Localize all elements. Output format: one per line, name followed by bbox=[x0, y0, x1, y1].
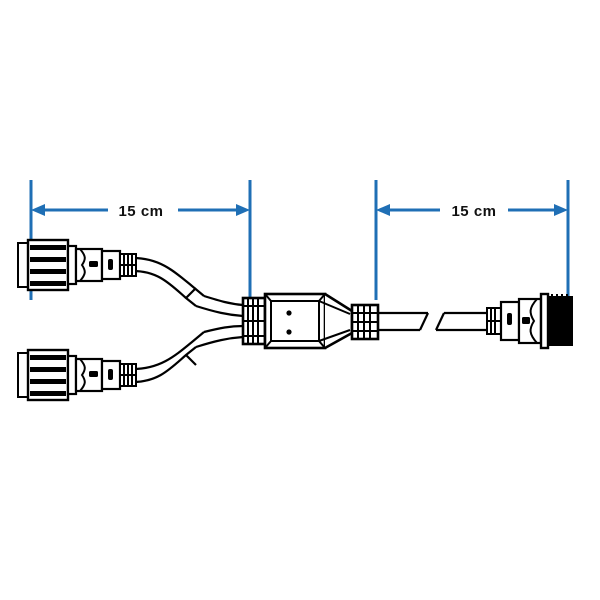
cable-upper-break bbox=[185, 287, 197, 299]
arrowhead-right-start bbox=[376, 204, 390, 216]
cable-upper-edge-bottom bbox=[132, 269, 197, 307]
junction-taper-inner-top bbox=[318, 300, 351, 315]
junction-chamfer-br bbox=[318, 340, 326, 349]
connector-upper-shoulder bbox=[66, 244, 78, 286]
junction-screw-upper bbox=[286, 310, 292, 316]
junction-taper-inner-bottom bbox=[318, 329, 351, 342]
connector-upper-rib-3 bbox=[30, 269, 66, 274]
trunk-cable bbox=[378, 311, 487, 332]
right-connector-latch-curve bbox=[529, 298, 538, 344]
junction-screw-lower bbox=[286, 329, 292, 335]
female-connector-lower[interactable] bbox=[17, 348, 137, 402]
arrowhead-left-end bbox=[236, 204, 250, 216]
cable-lower-edge-top-2 bbox=[195, 335, 244, 349]
cable-lower-edge-bottom bbox=[132, 331, 205, 371]
cable-upper-edge-bottom-2 bbox=[195, 304, 244, 318]
junction-chamfer-tr bbox=[318, 293, 326, 302]
connector-lower-marker bbox=[108, 369, 113, 380]
connector-lower-rib-4 bbox=[30, 391, 66, 396]
y-splitter-junction[interactable] bbox=[241, 292, 380, 350]
cable-upper-edge-top bbox=[132, 256, 205, 297]
junction-chamfer-tl bbox=[264, 293, 272, 302]
right-connector-marker bbox=[507, 313, 512, 325]
connector-lower-rib-2 bbox=[30, 367, 66, 372]
right-connector-flange bbox=[539, 292, 550, 350]
female-connector-upper[interactable] bbox=[17, 238, 137, 292]
connector-lower-endcap bbox=[17, 352, 29, 398]
branch-cable-upper bbox=[132, 256, 244, 318]
right-connector-keyway bbox=[522, 317, 530, 324]
cable-lower-break bbox=[185, 354, 197, 366]
connector-lower-shoulder bbox=[66, 354, 78, 396]
dimension-right: 15 cm bbox=[374, 180, 570, 300]
cable-lower-edge-bottom-2 bbox=[203, 324, 244, 334]
arrowhead-right-end bbox=[554, 204, 568, 216]
cable-upper-edge-top-2 bbox=[203, 294, 244, 307]
connector-upper-rib-1 bbox=[30, 245, 66, 250]
connector-upper-rib-2 bbox=[30, 257, 66, 262]
connector-upper-keyway bbox=[89, 261, 98, 267]
trunk-cable-break-left bbox=[419, 312, 429, 331]
connector-upper-endcap bbox=[17, 242, 29, 288]
junction-chamfer-bl bbox=[264, 340, 272, 349]
branch-cable-lower bbox=[132, 324, 244, 384]
connector-lower-rib-3 bbox=[30, 379, 66, 384]
connector-upper-marker bbox=[108, 259, 113, 270]
cable-lower-edge-top bbox=[132, 346, 197, 384]
dimension-label-right: 15 cm bbox=[451, 203, 496, 220]
male-connector-threaded[interactable] bbox=[486, 292, 573, 350]
junction-body bbox=[263, 292, 327, 350]
connector-lower-keyway bbox=[89, 371, 98, 377]
junction-taper bbox=[324, 292, 354, 350]
arrowhead-left-start bbox=[31, 204, 45, 216]
connector-lower-rib-1 bbox=[30, 355, 66, 360]
connector-lower-latch-curve bbox=[79, 358, 86, 392]
connector-upper-rib-4 bbox=[30, 281, 66, 286]
trunk-cable-break-right bbox=[435, 312, 445, 331]
dimension-label-left: 15 cm bbox=[118, 203, 163, 220]
connector-upper-latch-curve bbox=[79, 248, 86, 282]
right-connector-threaded-collar bbox=[547, 296, 573, 346]
